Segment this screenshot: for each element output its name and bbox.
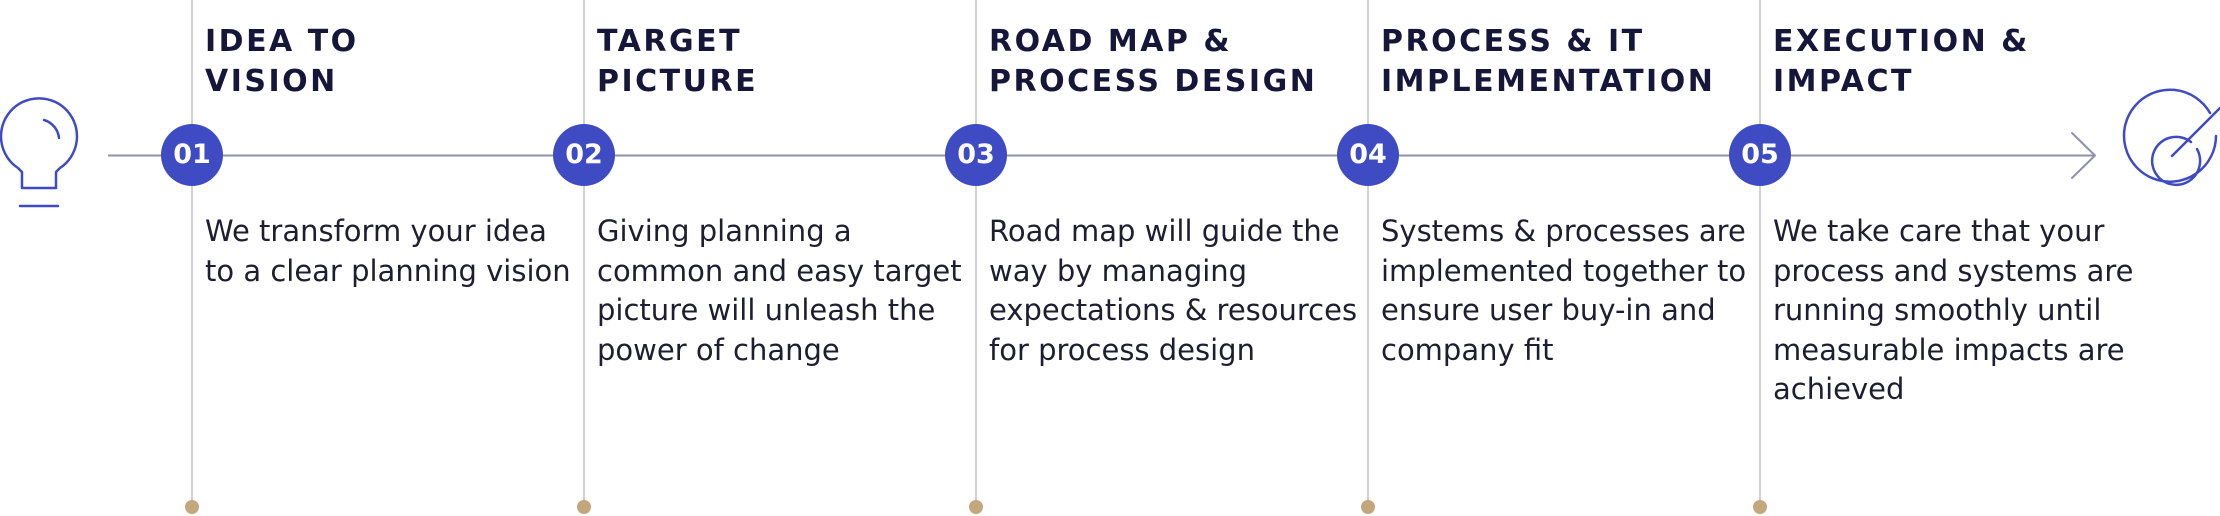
step-title: TARGET PICTURE	[597, 24, 759, 99]
step-description: Systems & processes are implemented toge…	[1381, 214, 1747, 367]
step-4: PROCESS & IT IMPLEMENTATION 04 Systems &…	[1337, 0, 1760, 516]
step-number-badge: 04	[1337, 124, 1399, 186]
divider-dot-5	[1753, 500, 1767, 514]
step-title: EXECUTION & IMPACT	[1773, 24, 2030, 99]
divider-dot-1	[185, 500, 199, 514]
divider-dot-3	[969, 500, 983, 514]
step-number-badge: 02	[553, 124, 615, 186]
step-number-badge: 05	[1729, 124, 1791, 186]
divider-dot-2	[577, 500, 591, 514]
divider-dot-4	[1361, 500, 1375, 514]
step-1: IDEA TO VISION 01 We transform your idea…	[161, 0, 584, 516]
step-3: ROAD MAP & PROCESS DESIGN 03 Road map wi…	[945, 0, 1368, 516]
step-title: PROCESS & IT IMPLEMENTATION	[1381, 24, 1716, 99]
step-number-badge: 01	[161, 124, 223, 186]
step-description: Giving planning a common and easy target…	[597, 214, 962, 367]
step-2: TARGET PICTURE 02 Giving planning a comm…	[553, 0, 976, 516]
step-number-badge: 03	[945, 124, 1007, 186]
target-icon	[2122, 88, 2220, 187]
step-description: We take care that your process and syste…	[1773, 214, 2134, 406]
step-title: IDEA TO VISION	[205, 24, 359, 99]
step-description: We transform your idea to a clear planni…	[205, 214, 571, 288]
lightbulb-icon	[0, 97, 79, 208]
step-description: Road map will guide the way by managing …	[989, 214, 1358, 367]
step-5: EXECUTION & IMPACT 05 We take care that …	[1729, 0, 2152, 516]
arrow-right-icon	[2071, 132, 2096, 179]
step-title: ROAD MAP & PROCESS DESIGN	[989, 24, 1318, 99]
